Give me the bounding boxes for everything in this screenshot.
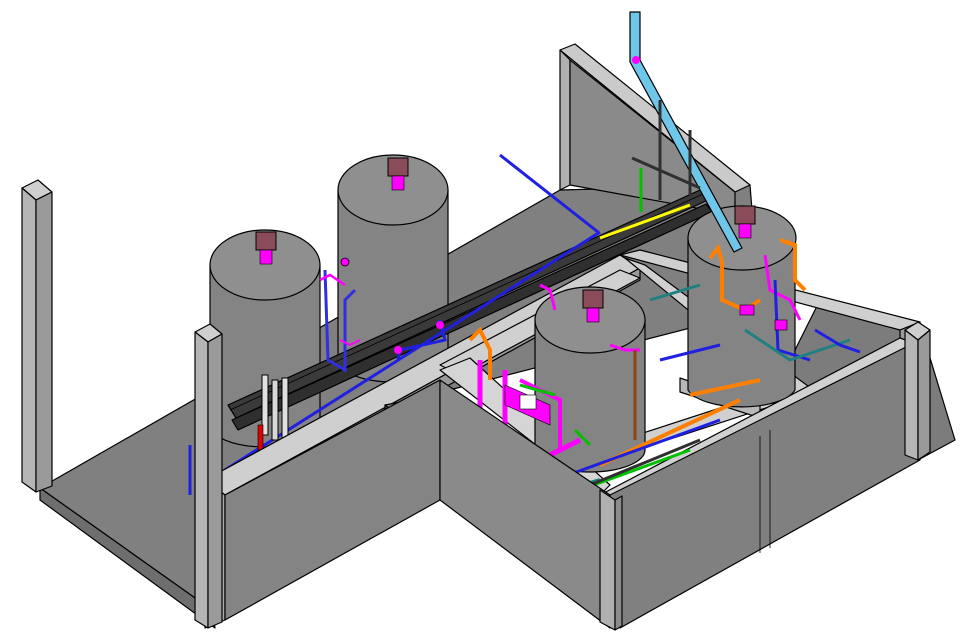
tank-4-fitting — [734, 205, 756, 239]
column-front-right — [904, 321, 931, 461]
column-left-back — [21, 179, 53, 493]
vent-pipe — [629, 11, 743, 253]
tank-3-fitting — [582, 289, 604, 323]
back-rack-pipes — [631, 100, 701, 212]
tank-4-piping — [689, 238, 861, 397]
column-front-center — [599, 489, 623, 631]
tank-1-fitting — [255, 231, 277, 265]
tank-2-fitting — [387, 157, 409, 191]
left-pipe-bundle — [188, 374, 289, 495]
column-front-left — [194, 323, 223, 629]
tank-3 — [534, 286, 646, 473]
tank-top-fittings — [255, 157, 756, 323]
tank-2-piping — [319, 257, 447, 373]
